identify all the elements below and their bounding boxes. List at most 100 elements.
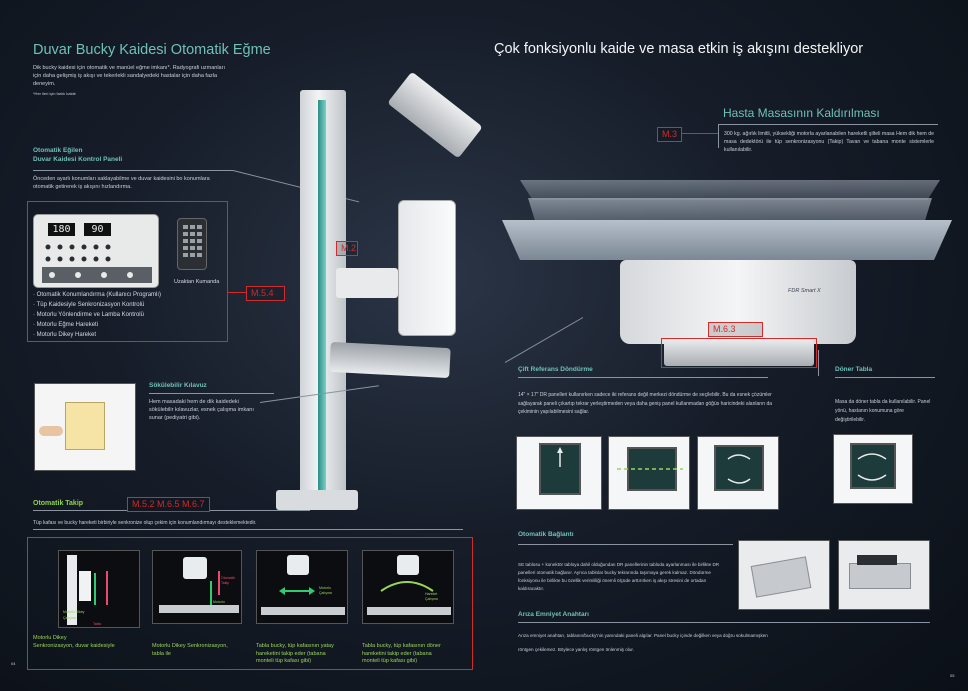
track-img2-label-b: Takip	[221, 581, 230, 585]
track-frame	[27, 537, 473, 670]
track-caption-1: Motorlu Dikey Senkronizasyon, duvar kaid…	[33, 635, 115, 649]
remote-label: Uzaktan Kumanda	[174, 279, 220, 285]
table-top-layer-2	[528, 198, 932, 224]
track-divider	[33, 510, 127, 511]
track-image-3: Motorlu Çalışma	[256, 550, 348, 624]
control-panel-image: 180 90	[33, 214, 159, 288]
rotate-arrows-icon	[727, 454, 751, 484]
right-headline: Çok fonksiyonlu kaide ve masa etkin iş a…	[494, 41, 864, 57]
panel-title-line-2: Duvar Kaidesi Kontrol Paneli	[33, 156, 123, 163]
track-img1-label-b: Çalışma	[63, 616, 76, 620]
guide-title: Sökülebilir Kılavuz	[149, 382, 207, 389]
remote-buttons-icon	[183, 225, 202, 257]
safety-desc-1: Arıza emniyet anahtarı, tablanın/bucky'n…	[518, 633, 768, 638]
track-divider-right	[210, 510, 310, 511]
guide-divider	[149, 393, 274, 394]
feature-list: · Otomatik Konumlandırma (Kullanıcı Prog…	[33, 290, 161, 340]
remote-control-image	[177, 218, 207, 270]
ref-divider	[518, 377, 768, 378]
rot-img-panel	[850, 443, 896, 489]
table-top-layer-1	[520, 180, 940, 200]
rotation-arrow-icon	[380, 581, 434, 592]
track-desc: Tüp kafası ve bucky hareketi birbiriyle …	[33, 520, 257, 526]
safety-title: Arıza Emniyet Anahtarı	[518, 611, 589, 618]
rotation-icon	[857, 453, 887, 481]
track-img3-table	[261, 607, 345, 615]
track-img4-tube	[397, 555, 419, 575]
tilting-bucky-mid	[398, 200, 456, 336]
guide-hand	[39, 426, 63, 436]
track-img4-table	[367, 607, 451, 615]
rot-vline	[818, 350, 819, 376]
conn-img2-tray	[849, 563, 911, 589]
track-img1-label-c: Tablo	[93, 622, 102, 626]
left-intro: Dik bucky kaidesi için otomatik ve manüe…	[33, 65, 225, 87]
conn-divider	[518, 544, 733, 545]
ref-title: Çift Referans Döndürme	[518, 366, 593, 373]
feature-item: · Motorlu Eğme Hareketi	[33, 322, 99, 328]
track-desc-line	[33, 529, 463, 530]
bucky-arm	[336, 268, 398, 298]
vertical-arrow-icon	[94, 571, 108, 605]
rot-desc: Masa da döner tabla da kullanılabilir. P…	[835, 399, 931, 423]
ref-desc: 14" × 17" DR panelleri kullanırken sadec…	[518, 392, 773, 415]
track-img3-label-a: Motorlu	[319, 586, 331, 590]
left-page-number: 04	[11, 661, 16, 666]
ref-connector	[504, 317, 584, 363]
conn-image-1	[738, 540, 830, 610]
guide-desc: Hem masadaki hem de dik kaidedeki söküle…	[149, 399, 254, 421]
guide-plate	[65, 402, 105, 450]
center-line-icon	[617, 468, 683, 470]
conn-image-2	[838, 540, 930, 610]
lift-vline	[718, 124, 719, 148]
track-img3-tube	[287, 555, 309, 575]
track-img2-table	[159, 605, 239, 613]
feature-item: · Otomatik Konumlandırma (Kullanıcı Prog…	[33, 292, 162, 298]
display-1: 180	[48, 223, 75, 236]
lift-tag-connector	[682, 133, 718, 134]
feature-item: · Motorlu Yönlendirme ve Lamba Kontrolü	[33, 312, 144, 318]
track-caption-4: Tabla bucky, tüp kafasının döner hareket…	[362, 643, 441, 664]
ref-image-1	[516, 436, 602, 510]
track-img1-column	[67, 555, 77, 625]
sync-arrow-icon	[210, 571, 220, 605]
tag-m54: M.5.4	[246, 286, 285, 301]
lift-tag: M.3	[657, 127, 682, 142]
panel-title-line-1: Otomatik Eğilen	[33, 147, 83, 154]
lift-title: Hasta Masasının Kaldırılması	[723, 106, 880, 120]
rot-image	[833, 434, 913, 504]
ref-image-3	[697, 436, 779, 510]
panel-buttons-icon	[42, 244, 152, 283]
safety-desc-2: röntgen çekilemez. Böylece yanlış röntge…	[518, 647, 634, 652]
rot-divider	[835, 377, 935, 378]
control-panel-frame	[27, 201, 228, 342]
safety-divider	[518, 622, 930, 623]
track-image-4: Hareket Çalışma	[362, 550, 454, 624]
column-rail	[318, 100, 326, 490]
tag-m63: M.6.3	[708, 322, 763, 337]
panel-title: Otomatik Eğilen Duvar Kaidesi Kontrol Pa…	[33, 146, 122, 164]
track-image-2: Otomatik Takip Motorlu	[152, 550, 242, 624]
track-img4-label-b: Çalışma	[425, 597, 438, 601]
track-image-1: Motorlu Dikey Çalışma Tablo	[58, 550, 140, 628]
left-title: Duvar Bucky Kaidesi Otomatik Eğme	[33, 42, 271, 58]
guide-image	[34, 383, 136, 471]
column-base	[276, 490, 358, 510]
track-tags: M.5.2 M.6.5 M.6.7	[127, 497, 210, 512]
panel-buttons	[42, 243, 152, 283]
tilting-bucky-horizontal	[329, 341, 451, 379]
conn-img1-tray	[750, 556, 812, 598]
lift-desc: 300 kg. ağırlık limitli, yüksekliği moto…	[724, 131, 934, 153]
feature-item: · Motorlu Dikey Hareket	[33, 332, 97, 338]
track-img2-label-a: Otomatik	[221, 576, 236, 580]
track-title: Otomatik Takip	[33, 500, 84, 507]
track-img3-label-b: Çalışma	[319, 591, 332, 595]
table-foot-frame	[661, 338, 817, 368]
table-base: FDR Smart X	[620, 260, 856, 344]
rot-title: Döner Tabla	[835, 366, 873, 373]
left-footnote: *Her ileri için farklı kaide	[33, 91, 76, 96]
lift-divider	[718, 124, 938, 125]
track-img2-tube	[183, 557, 207, 579]
track-caption-2: Motorlu Dikey Senkronizasyon, tabla ile	[152, 643, 228, 657]
table-foot	[664, 340, 814, 366]
